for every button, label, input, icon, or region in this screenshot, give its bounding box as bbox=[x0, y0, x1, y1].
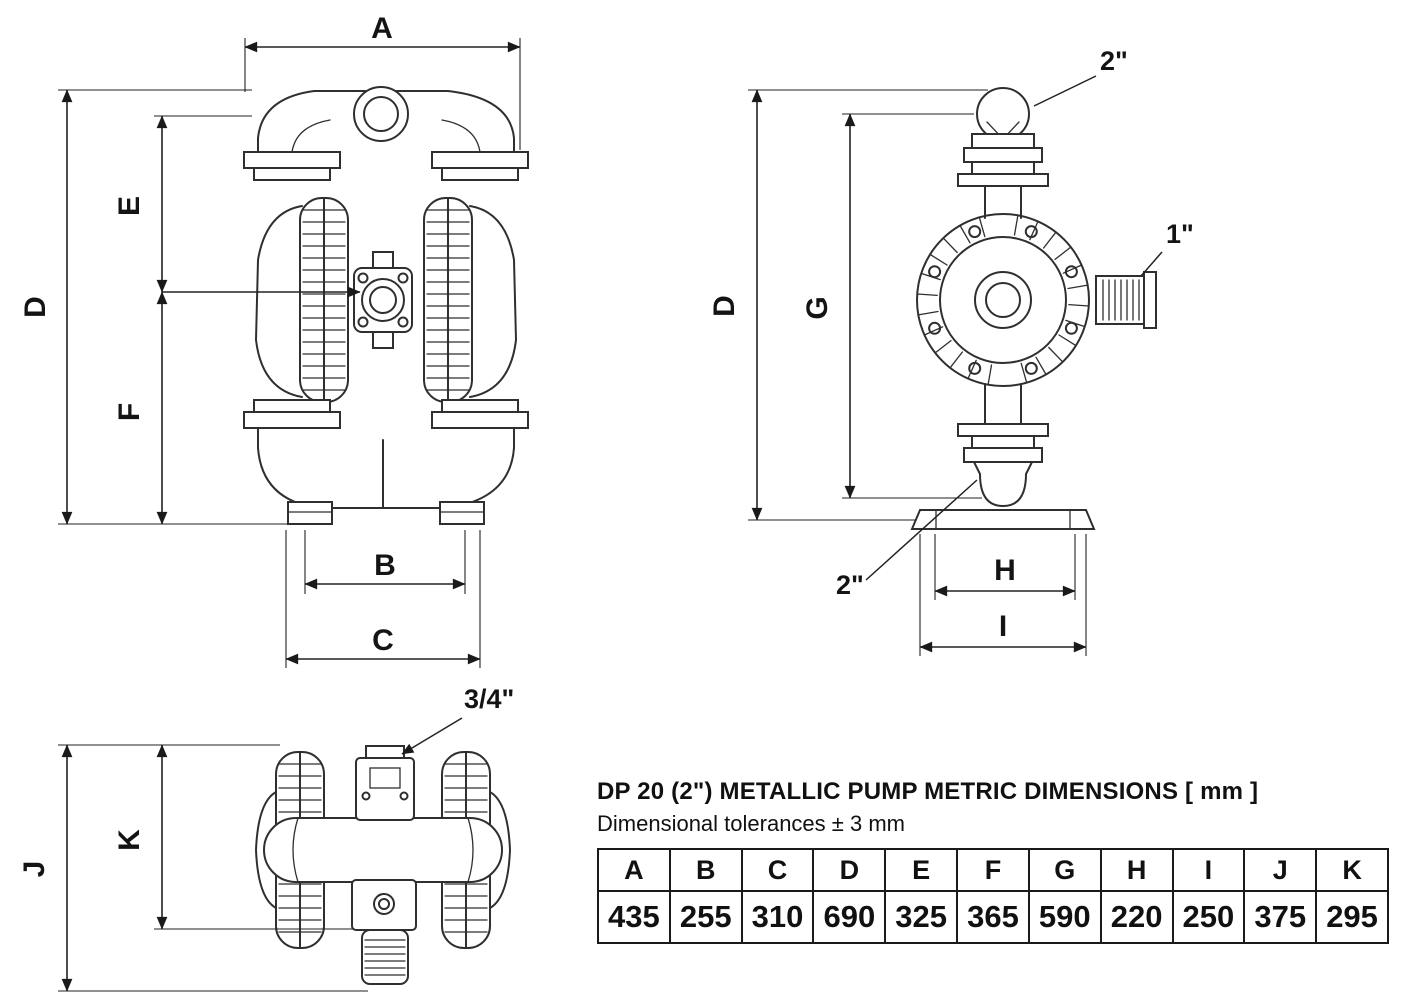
table-value-cell: 365 bbox=[956, 890, 1030, 944]
side-dim-label-i: I bbox=[999, 610, 1007, 643]
front-dim-label-e: E bbox=[113, 196, 146, 216]
top-dimension-lines bbox=[61, 744, 168, 992]
table-value-cell: 435 bbox=[597, 890, 671, 944]
front-dim-label-f: F bbox=[113, 403, 146, 421]
table-value-cell: 250 bbox=[1171, 890, 1246, 944]
table-value-cell: 590 bbox=[1027, 890, 1102, 944]
table-header-cell: C bbox=[740, 848, 815, 892]
table-value-cell: 220 bbox=[1099, 890, 1174, 944]
table-header-cell: I bbox=[1171, 848, 1246, 892]
side-pump-drawing bbox=[910, 87, 1157, 530]
table-header-cell: F bbox=[956, 848, 1030, 892]
table-value-row: 435 255 310 690 325 365 590 220 250 375 … bbox=[597, 890, 1389, 944]
side-dim-label-g: G bbox=[801, 296, 834, 319]
side-leader-lines bbox=[865, 75, 1163, 581]
top-view: 3/4" J K bbox=[18, 684, 514, 992]
top-port-leader bbox=[401, 717, 463, 755]
table-value-cell: 375 bbox=[1243, 890, 1318, 944]
front-pump-drawing bbox=[243, 86, 529, 525]
table-header-cell: A bbox=[597, 848, 671, 892]
table-header-row: A B C D E F G H I J K bbox=[597, 848, 1389, 892]
side-port-label-top: 2" bbox=[1100, 46, 1128, 76]
side-port-label-bottom: 2" bbox=[836, 570, 864, 600]
front-dim-label-d: D bbox=[19, 296, 52, 318]
side-port-threads bbox=[1102, 279, 1140, 321]
table-header-cell: G bbox=[1027, 848, 1102, 892]
table-header-cell: H bbox=[1099, 848, 1174, 892]
front-dim-label-a: A bbox=[371, 12, 393, 45]
side-bolt-circle bbox=[928, 225, 1078, 375]
side-dim-label-h: H bbox=[994, 554, 1016, 587]
front-dim-label-c: C bbox=[372, 624, 394, 657]
front-dimension-lines bbox=[61, 41, 521, 665]
table-header-cell: B bbox=[668, 848, 743, 892]
dimensions-table-block: DP 20 (2") METALLIC PUMP METRIC DIMENSIO… bbox=[597, 778, 1389, 944]
front-extension-lines bbox=[58, 38, 521, 668]
top-pump-drawing bbox=[254, 745, 512, 985]
table-value-cell: 255 bbox=[668, 890, 743, 944]
top-dim-label-j: J bbox=[18, 861, 51, 878]
side-view: 2" 1" 2" D G H I bbox=[708, 46, 1194, 656]
front-view: A D E F B C bbox=[19, 12, 529, 668]
table-value-cell: 295 bbox=[1315, 890, 1389, 944]
top-port-label-air: 3/4" bbox=[464, 684, 514, 714]
table-header-cell: E bbox=[884, 848, 959, 892]
top-dim-label-k: K bbox=[113, 829, 146, 851]
table-subtitle: Dimensional tolerances ± 3 mm bbox=[597, 811, 905, 836]
side-port-label-side: 1" bbox=[1166, 219, 1194, 249]
side-dim-label-d: D bbox=[708, 295, 741, 317]
table-value-cell: 310 bbox=[740, 890, 815, 944]
table-value-cell: 325 bbox=[884, 890, 959, 944]
table-header-cell: D bbox=[812, 848, 887, 892]
side-extension-lines bbox=[748, 89, 1087, 656]
table-title: DP 20 (2") METALLIC PUMP METRIC DIMENSIO… bbox=[597, 778, 1259, 805]
side-dimension-lines bbox=[751, 89, 1087, 653]
table-header-cell: J bbox=[1243, 848, 1318, 892]
table-header-cell: K bbox=[1315, 848, 1389, 892]
muffler-ribs bbox=[364, 939, 406, 976]
table-value-cell: 690 bbox=[812, 890, 887, 944]
dimensions-table: A B C D E F G H I J K 435 255 310 690 32… bbox=[597, 848, 1389, 944]
front-dim-label-b: B bbox=[374, 549, 396, 582]
top-extension-lines bbox=[58, 744, 368, 992]
